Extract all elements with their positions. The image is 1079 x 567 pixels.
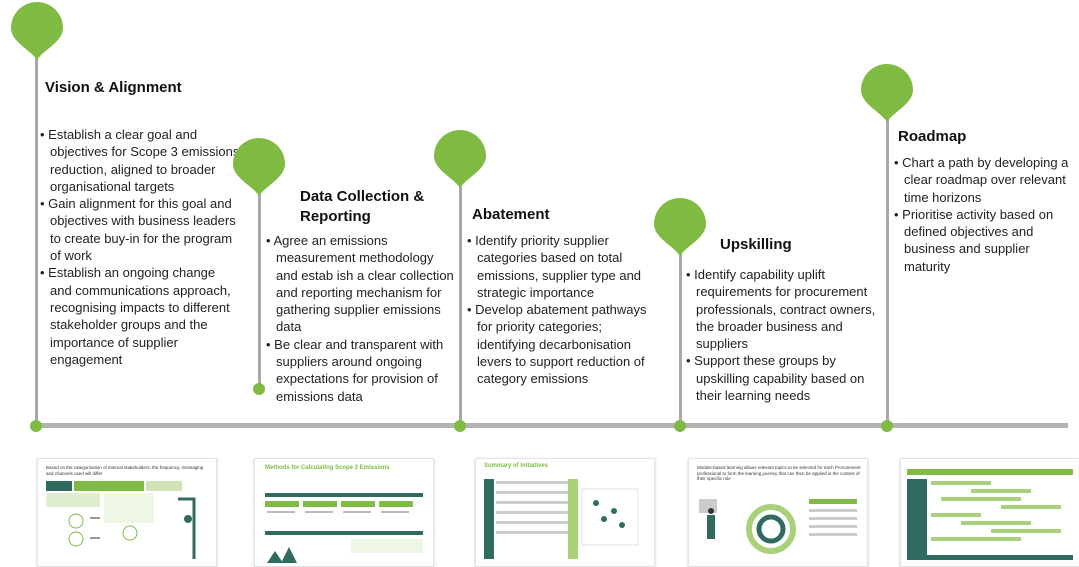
stage-2-bullet: Be clear and transparent with suppliers …: [266, 336, 456, 405]
thumbnail-heading: Module-based learning allows relevant to…: [697, 465, 861, 481]
stage-3-bullets: Identify priority supplier categories ba…: [467, 232, 647, 388]
thumbnail-scope3-methods: Methods for Calculating Scope 3 Emission…: [254, 458, 434, 567]
thumbnail-graphic: [484, 479, 639, 559]
thumbnail-roadmap: [900, 458, 1079, 567]
thumbnail-graphic: [46, 481, 196, 559]
stage-4-pin-icon: [654, 198, 706, 256]
stage-5-pin-icon: [861, 64, 913, 122]
stage-1-bullet: Establish an ongoing change and communic…: [40, 264, 240, 368]
stage-4-bullet: Identify capability uplift requirements …: [686, 266, 881, 352]
stage-4-dot: [674, 420, 686, 432]
stage-5-title: Roadmap: [898, 128, 967, 145]
stage-1-title: Vision & Alignment: [45, 79, 182, 96]
stage-3-bullet: Identify priority supplier categories ba…: [467, 232, 647, 301]
thumbnail-module-learning: Module-based learning allows relevant to…: [688, 458, 868, 567]
thumbnail-graphic: [907, 469, 1073, 560]
stage-1-pin-icon: [11, 2, 63, 60]
stage-1-stem: [35, 52, 38, 426]
stage-4-bullets: Identify capability uplift requirements …: [686, 266, 881, 404]
stage-5-dot: [881, 420, 893, 432]
stage-2-stem: [258, 188, 261, 388]
stage-1-bullet: Gain alignment for this goal and objecti…: [40, 195, 240, 264]
stage-3-dot: [454, 420, 466, 432]
stage-4-bullet: Support these groups by upskilling capab…: [686, 352, 881, 404]
stage-3-pin-icon: [434, 130, 486, 188]
stage-3-title: Abatement: [472, 206, 550, 223]
stage-1-dot: [30, 420, 42, 432]
thumbnail-summary-initiatives: Summary of Initiatives: [475, 458, 655, 567]
stage-5-bullet: Prioritise activity based on defined obj…: [894, 206, 1076, 275]
stage-5-bullets: Chart a path by developing a clear roadm…: [894, 154, 1076, 275]
stage-3-stem: [459, 182, 462, 426]
timeline-baseline: [34, 423, 1068, 428]
thumbnail-graphic: [265, 493, 423, 563]
thumbnail-heading: Summary of Initiatives: [484, 463, 549, 469]
thumbnail-stakeholder-channels: Based on the categorisation of internal …: [37, 458, 217, 567]
thumbnail-heading: Methods for Calculating Scope 3 Emission…: [265, 465, 390, 471]
thumbnail-heading: Based on the categorisation of internal …: [46, 465, 204, 476]
stage-3-bullet: Develop abatement pathways for priority …: [467, 301, 647, 387]
stage-4-stem: [679, 250, 682, 426]
stage-5-bullet: Chart a path by developing a clear roadm…: [894, 154, 1076, 206]
stage-2-title: Data Collection & Reporting: [300, 188, 425, 225]
stage-2-dot: [253, 383, 265, 395]
stage-2-pin-icon: [233, 138, 285, 196]
stage-1-bullet: Establish a clear goal and objectives fo…: [40, 126, 240, 195]
stage-4-title: Upskilling: [720, 236, 792, 253]
stage-1-bullets: Establish a clear goal and objectives fo…: [40, 126, 240, 368]
stage-2-bullet: Agree an emissions measurement methodolo…: [266, 232, 456, 336]
thumbnail-graphic: [699, 499, 857, 554]
stage-2-bullets: Agree an emissions measurement methodolo…: [266, 232, 456, 405]
stage-5-stem: [886, 115, 889, 426]
